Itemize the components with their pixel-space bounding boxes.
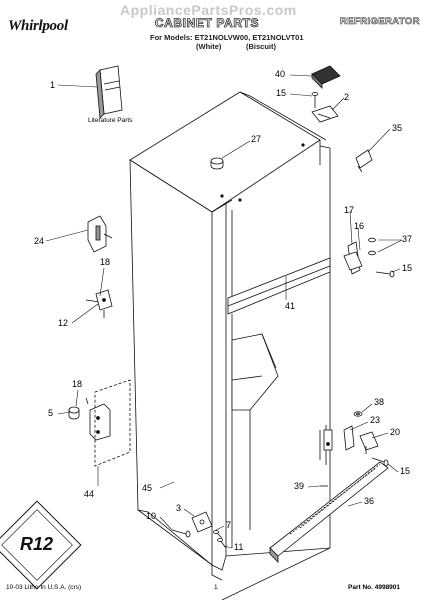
callout-11: 11 (234, 542, 244, 552)
callout-17: 17 (344, 205, 355, 215)
washer-38 (353, 411, 363, 417)
washers-37 (368, 237, 376, 256)
callout-16: 16 (354, 221, 365, 231)
left-hinge-12 (85, 289, 113, 318)
callout-44: 44 (84, 489, 95, 499)
callout-1: 1 (50, 80, 56, 90)
bottom-hinge-5 (68, 397, 111, 441)
top-hinge-cover-40 (311, 65, 341, 89)
bottom-hinge-23 (343, 425, 355, 451)
callout-15-bottom: 15 (400, 466, 411, 476)
callout-40: 40 (275, 69, 286, 79)
right-center-hinge-17 (343, 241, 363, 275)
callout-38: 38 (374, 397, 385, 407)
callout-18: 18 (100, 257, 111, 267)
callout-10: 10 (146, 511, 157, 521)
callout-39: 39 (294, 481, 305, 491)
callout-2: 2 (344, 92, 350, 102)
leveling-leg-3 (191, 511, 213, 533)
screw-15-top (311, 92, 319, 108)
center-hinge-24 (87, 215, 113, 253)
base-grille-36 (269, 461, 389, 563)
footer-litho: 10-03 Litho In U.S.A. (crs) (6, 584, 82, 591)
screw-15-bottom (371, 457, 389, 467)
hinge-bracket-20 (359, 431, 379, 454)
diagram-title: CABINET PARTS (154, 16, 260, 31)
literature-parts-label: Literature Parts (88, 117, 133, 124)
whirlpool-logo: Whirlpool (8, 18, 68, 34)
callout-20: 20 (390, 427, 401, 437)
screw-11 (217, 538, 227, 549)
door-stop-35 (355, 149, 373, 173)
footer-part-number: Part No. 4998901 (348, 584, 401, 591)
callout-45: 45 (142, 483, 153, 493)
callout-41: 41 (285, 301, 296, 311)
model-numbers: For Models: ET21NOLVW00, ET21NOLVT01 (150, 33, 304, 42)
r12-refrigerant-badge (0, 500, 82, 590)
callout-35: 35 (392, 123, 403, 133)
callout-23: 23 (370, 415, 381, 425)
callout-5: 5 (48, 408, 54, 418)
footer-page-number: 1 (214, 584, 218, 591)
variant-white: (White) (196, 42, 222, 51)
callout-27: 27 (251, 134, 262, 144)
screw-7 (213, 530, 223, 539)
appliance-category: REFRIGERATOR (340, 16, 420, 28)
top-hinge-2 (311, 105, 339, 123)
toe-grille-44 (94, 379, 131, 467)
callout-15-right: 15 (402, 263, 413, 273)
callout-15: 15 (276, 88, 287, 98)
watermark: AppliancePartsPros.com (120, 2, 297, 18)
screw-15-right (375, 270, 395, 278)
callout-3: 3 (176, 503, 182, 513)
refrigerator-cabinet (129, 91, 333, 600)
callout-24: 24 (34, 236, 45, 246)
screw-10 (171, 529, 191, 538)
callout-37: 37 (402, 234, 413, 244)
callout-18-lower: 18 (72, 379, 83, 389)
callout-7: 7 (226, 520, 232, 530)
plug-27 (210, 157, 224, 170)
literature-parts-booklet (95, 65, 123, 119)
callout-36: 36 (364, 496, 375, 506)
r12-badge-text: R12 (20, 534, 54, 554)
callout-12: 12 (58, 318, 69, 328)
variant-biscuit: (Biscuit) (246, 42, 276, 51)
